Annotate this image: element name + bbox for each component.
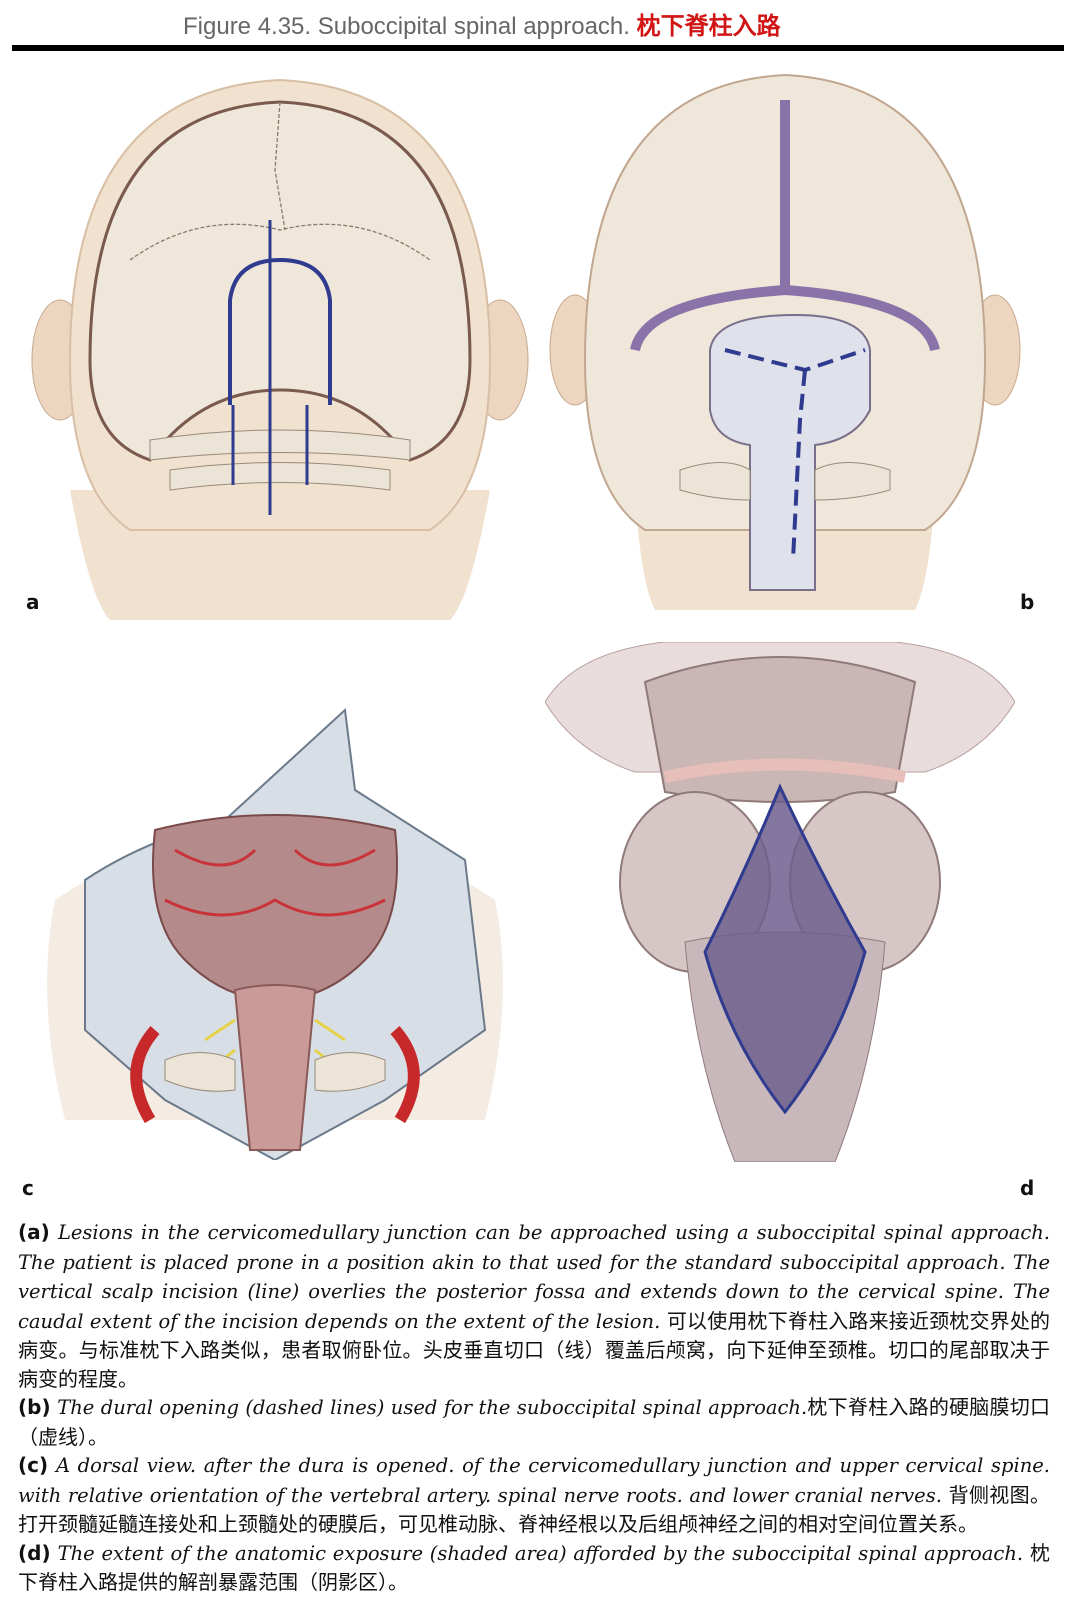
caption-b-letter: (b) <box>18 1395 51 1419</box>
panel-a-label: a <box>26 590 40 614</box>
panel-b <box>545 60 1025 610</box>
caption-a-letter: (a) <box>18 1220 50 1244</box>
caption-c-zh: 背侧视图。打开颈髓延髓连接处和上颈髓处的硬膜后，可见椎动脉、脊神经根以及后组颅神… <box>18 1482 1050 1537</box>
caption-c-en: A dorsal view. after the dura is opened.… <box>18 1454 1050 1507</box>
caption-b-en: The dural opening (dashed lines) used fo… <box>57 1396 808 1419</box>
caption-a-zh: 可以使用枕下脊柱入路来接近颈枕交界处的病变。与标准枕下入路类似，患者取俯卧位。头… <box>18 1308 1051 1391</box>
caption-a-en: Lesions in the cervicomedullary junction… <box>18 1221 1050 1333</box>
panel-a <box>30 60 530 620</box>
header-rule <box>12 45 1064 51</box>
caption-a: (a) Lesions in the cervicomedullary junc… <box>18 1218 1050 1393</box>
caption-d-en: The extent of the anatomic exposure (sha… <box>57 1541 1024 1565</box>
figure-title: Figure 4.35. Suboccipital spinal approac… <box>183 6 781 41</box>
panel-c-label: c <box>22 1176 34 1200</box>
panel-d-illustration <box>545 642 1015 1162</box>
panel-b-illustration <box>549 73 1021 610</box>
caption-c: (c) A dorsal view. after the dura is ope… <box>18 1451 1050 1539</box>
caption-c-letter: (c) <box>18 1453 49 1477</box>
panel-d-label: d <box>1020 1176 1035 1200</box>
panel-b-label: b <box>1020 590 1035 614</box>
figure-caption: (a) Lesions in the cervicomedullary junc… <box>18 1218 1050 1597</box>
caption-b-zh: 枕下脊柱入路的硬脑膜切口（虚线）。 <box>18 1395 1051 1449</box>
panel-c-illustration <box>25 700 525 1160</box>
figure-header: Figure 4.35. Suboccipital spinal approac… <box>0 0 1080 44</box>
figure-title-en: Figure 4.35. Suboccipital spinal approac… <box>183 13 630 40</box>
panel-d <box>545 642 1015 1162</box>
caption-d: (d) The extent of the anatomic exposure … <box>18 1539 1050 1597</box>
figure-title-zh: 枕下脊柱入路 <box>636 13 781 40</box>
panel-c <box>25 700 525 1160</box>
caption-b: (b) The dural opening (dashed lines) use… <box>18 1393 1050 1451</box>
panel-a-illustration <box>31 78 529 620</box>
caption-d-letter: (d) <box>18 1540 51 1565</box>
